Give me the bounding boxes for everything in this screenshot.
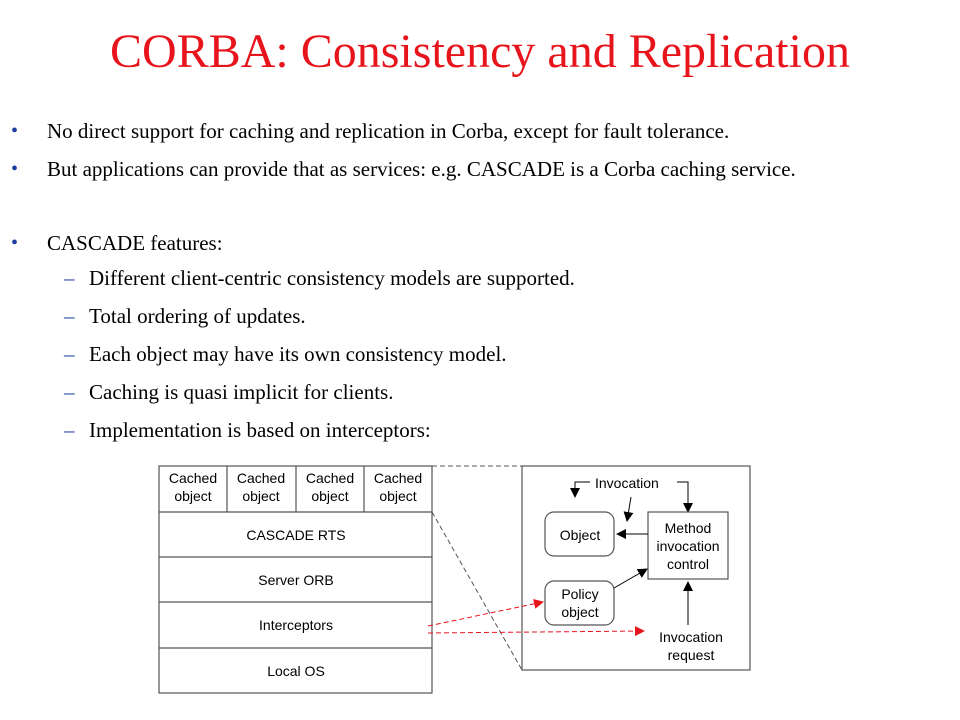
bullet-item: • No direct support for caching and repl… xyxy=(11,118,927,144)
layer-stack: Cached object Cached object Cached objec… xyxy=(158,465,433,694)
cached-object-label: object xyxy=(242,488,279,504)
cached-object-label: Cached xyxy=(169,470,217,486)
bullet-item: • But applications can provide that as s… xyxy=(11,156,927,182)
dash-icon: – xyxy=(64,266,75,290)
bullet-dot-icon: • xyxy=(11,120,19,142)
cached-object-label: object xyxy=(379,488,416,504)
bullet-list: • No direct support for caching and repl… xyxy=(11,118,927,442)
bullet-item: • CASCADE features: xyxy=(11,230,927,256)
dash-icon: – xyxy=(64,418,75,442)
policy-object-box xyxy=(544,580,615,626)
method-invocation-control-box xyxy=(647,511,729,580)
object-box xyxy=(544,511,615,557)
layer-cascade-rts: CASCADE RTS xyxy=(246,527,345,543)
feature-item: Caching is quasi implicit for clients. xyxy=(89,380,394,404)
bullet-text: No direct support for caching and replic… xyxy=(47,119,730,143)
invocation-request-label: Invocation xyxy=(659,629,723,645)
method-control-label: Method xyxy=(665,520,712,536)
cached-object-label: Cached xyxy=(374,470,422,486)
object-label: Object xyxy=(560,527,601,543)
method-control-label: invocation xyxy=(656,538,719,554)
cached-object-label: Cached xyxy=(237,470,285,486)
feature-item: Each object may have its own consistency… xyxy=(89,342,507,366)
layer-local-os: Local OS xyxy=(267,663,325,679)
zoom-connector-line xyxy=(431,511,523,671)
bullet-text: CASCADE features: xyxy=(47,231,223,255)
invocation-request-label: request xyxy=(668,647,715,663)
invocation-label: Invocation xyxy=(595,475,659,491)
layer-server-orb: Server ORB xyxy=(258,572,333,588)
bullet-dot-icon: • xyxy=(11,232,19,254)
cached-object-label: Cached xyxy=(306,470,354,486)
dash-icon: – xyxy=(64,380,75,404)
arrow-icon xyxy=(613,568,648,589)
feature-item: Total ordering of updates. xyxy=(89,304,306,328)
interceptor-arrow-icon xyxy=(427,626,645,637)
method-control-label: control xyxy=(667,556,709,572)
arrow-icon xyxy=(570,481,590,498)
feature-item: Implementation is based on interceptors: xyxy=(89,418,431,442)
cached-object-label: object xyxy=(311,488,348,504)
arrow-icon xyxy=(677,481,693,513)
policy-object-label: object xyxy=(561,604,598,620)
cached-object-label: object xyxy=(174,488,211,504)
interceptor-arrow-icon xyxy=(427,598,544,627)
bullet-dot-icon: • xyxy=(11,158,19,180)
dash-icon: – xyxy=(64,342,75,366)
slide-title: CORBA: Consistency and Replication xyxy=(110,25,850,78)
policy-object-label: Policy xyxy=(561,586,598,602)
interceptor-detail-box: Invocation Object Method invocation cont… xyxy=(521,465,751,671)
layer-interceptors: Interceptors xyxy=(259,617,333,633)
dash-icon: – xyxy=(64,304,75,328)
arrow-icon xyxy=(623,496,634,522)
feature-item: Different client-centric consistency mod… xyxy=(89,266,575,290)
bullet-text: But applications can provide that as ser… xyxy=(47,157,796,181)
